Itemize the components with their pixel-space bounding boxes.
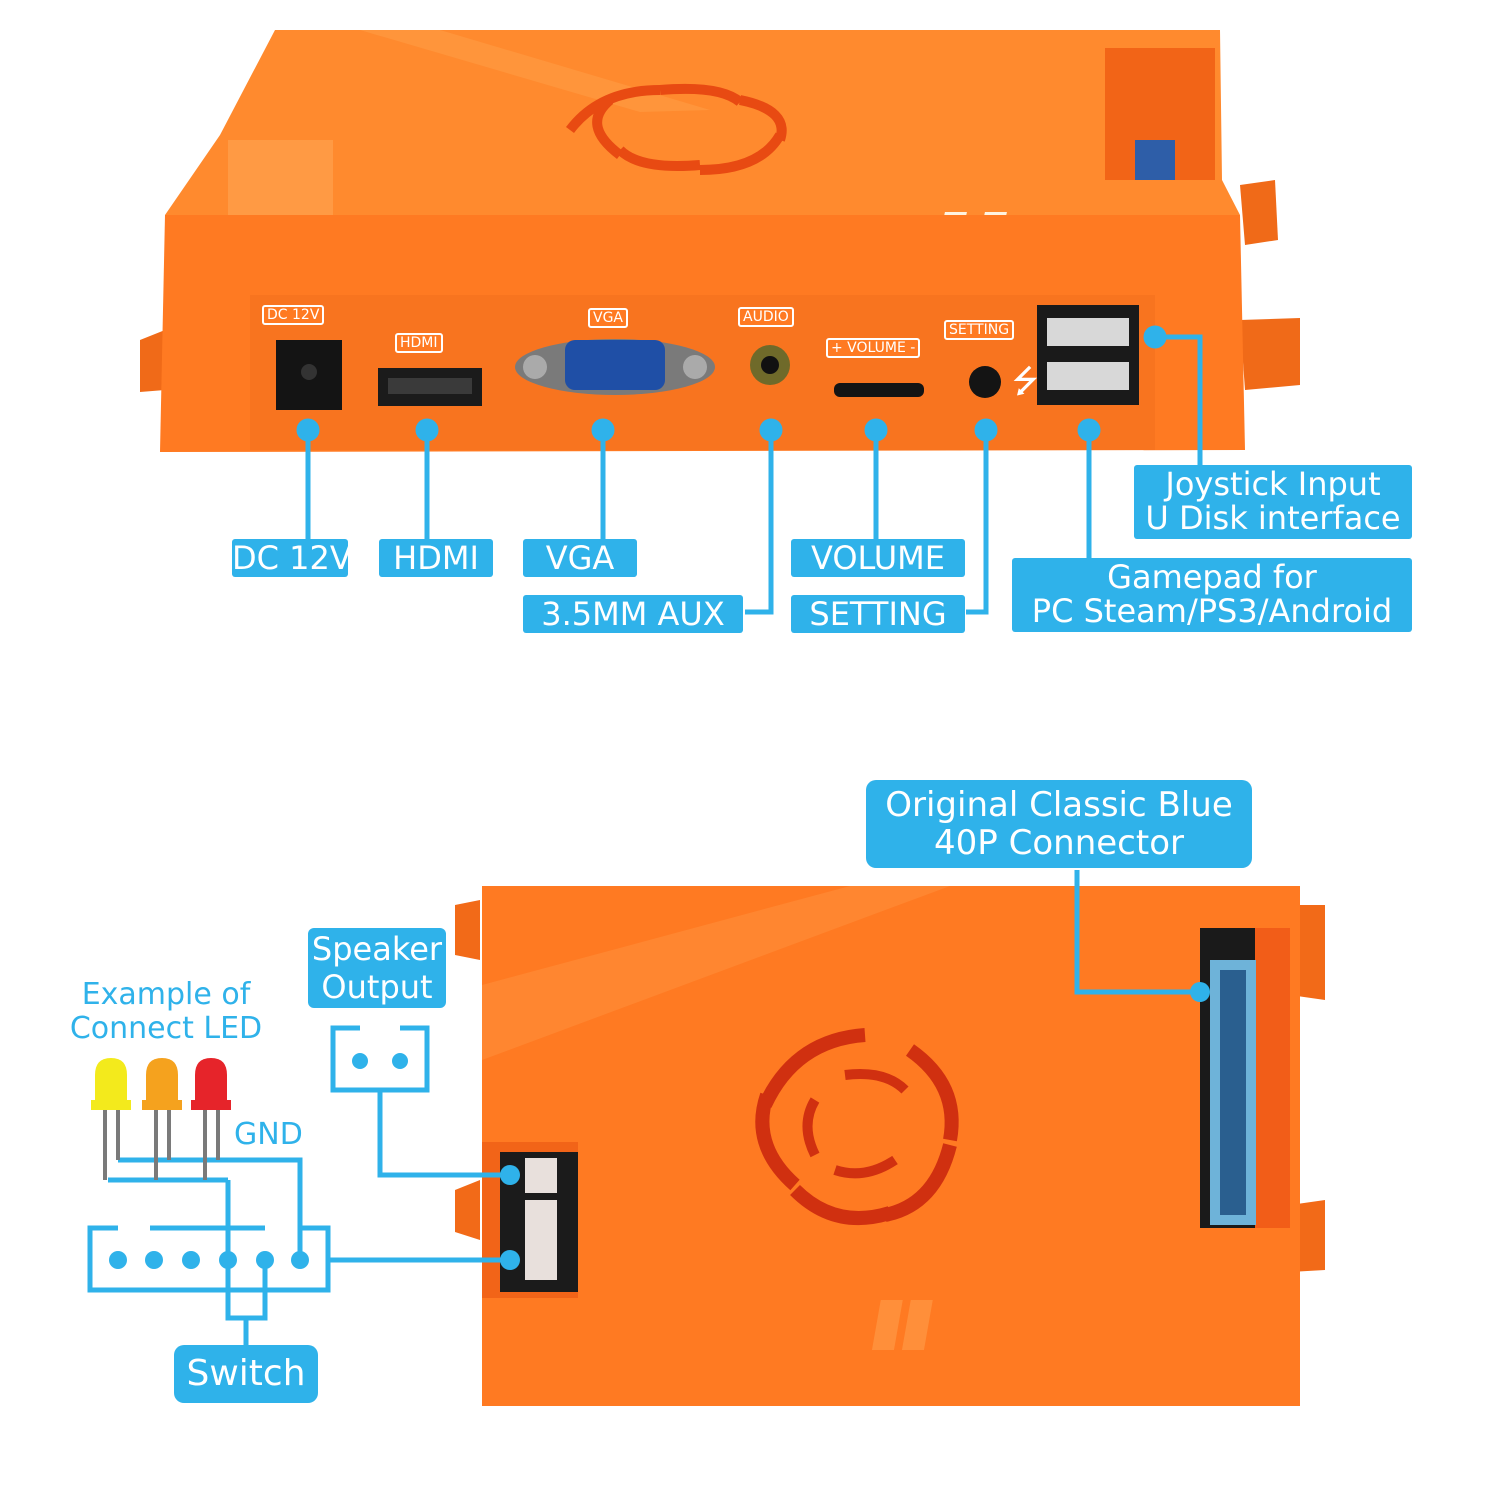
led-orange-icon bbox=[142, 1058, 182, 1180]
svg-text:⭍: ⭍ bbox=[1012, 362, 1039, 400]
connector-label: Original Classic Blue 40P Connector bbox=[866, 780, 1252, 868]
volume-label: VOLUME bbox=[791, 539, 965, 577]
connector-line1: Original Classic Blue bbox=[885, 785, 1233, 825]
led-line2: Connect LED bbox=[69, 1011, 263, 1046]
joystick-input-label: Joystick Input U Disk interface bbox=[1134, 465, 1412, 539]
bottom-device-case bbox=[455, 886, 1325, 1406]
joystick-input-line1: Joystick Input bbox=[1165, 465, 1381, 503]
led-red-icon bbox=[191, 1058, 231, 1180]
bottom-connector-lines bbox=[87, 870, 1198, 1345]
aux-label: 3.5MM AUX bbox=[523, 595, 743, 633]
led-example-label: Example of Connect LED bbox=[64, 978, 268, 1046]
connector-line2: 40P Connector bbox=[934, 823, 1184, 863]
gnd-label: GND bbox=[234, 1117, 303, 1152]
hdmi-label: HDMI bbox=[379, 539, 493, 577]
speaker-output-label: Speaker Output bbox=[308, 928, 446, 1008]
gamepad-line2: PC Steam/PS3/Android bbox=[1031, 592, 1393, 630]
led-yellow-icon bbox=[91, 1058, 131, 1180]
vga-label: VGA bbox=[523, 539, 637, 577]
joystick-input-line2: U Disk interface bbox=[1145, 499, 1401, 537]
setting-button-icon bbox=[969, 366, 1001, 398]
volume-port-tag: + VOLUME - bbox=[826, 338, 921, 358]
vga-port-tag: VGA bbox=[588, 308, 629, 328]
dc-port-tag: DC 12V bbox=[262, 305, 325, 325]
led-line1: Example of bbox=[81, 977, 251, 1012]
connector-pins bbox=[109, 982, 1210, 1270]
setting-label: SETTING bbox=[791, 595, 965, 633]
bottom-fan-icon bbox=[755, 1028, 959, 1226]
speaker-line1: Speaker bbox=[311, 930, 443, 968]
gamepad-line1: Gamepad for bbox=[1107, 558, 1317, 596]
switch-label: Switch bbox=[174, 1345, 318, 1403]
dc-12v-label: DC 12V bbox=[232, 539, 352, 577]
setting-port-tag: SETTING bbox=[944, 320, 1015, 340]
gamepad-label: Gamepad for PC Steam/PS3/Android bbox=[1012, 558, 1412, 632]
speaker-line2: Output bbox=[321, 968, 433, 1006]
hdmi-port-tag: HDMI bbox=[395, 333, 443, 353]
top-fan-icon bbox=[566, 83, 787, 175]
audio-port-tag: AUDIO bbox=[738, 307, 794, 327]
volume-slot-icon bbox=[834, 383, 924, 397]
top-connector-lines bbox=[296, 325, 1203, 615]
top-device-case: ⭍ bbox=[140, 30, 1300, 452]
